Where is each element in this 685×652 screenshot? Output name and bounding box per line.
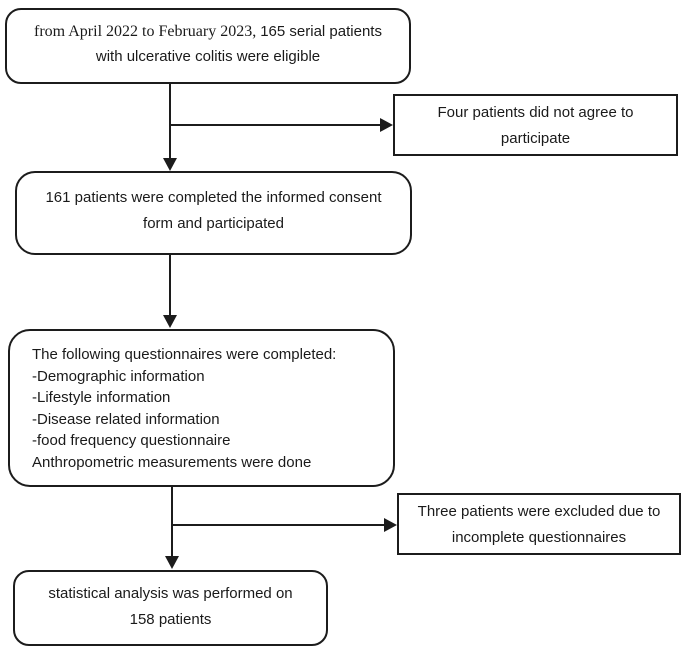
arrow-line-eligible-to-consent (169, 84, 171, 160)
arrow-line-branch-refusal (170, 124, 382, 126)
questionnaires-line: -food frequency questionnaire (32, 432, 231, 449)
arrow-line-consent-to-questionnaires (169, 255, 171, 317)
arrowhead-down-analysis (165, 556, 179, 569)
excluded-box: Three patients were excluded due to inco… (397, 493, 681, 555)
questionnaires-line: The following questionnaires were comple… (32, 346, 337, 363)
questionnaires-box: The following questionnaires were comple… (8, 329, 395, 487)
excluded-line2: incomplete questionnaires (451, 529, 627, 546)
consent-line1: 161 patients were completed the informed… (45, 189, 382, 206)
eligible-line1-sans: 165 serial patients (260, 23, 382, 40)
consent-box: 161 patients were completed the informed… (15, 171, 412, 255)
arrowhead-down-consent (163, 158, 177, 171)
questionnaires-line: -Disease related information (32, 410, 220, 428)
arrow-line-branch-excluded (172, 524, 386, 526)
refusal-line1: Four patients did not agree to (437, 104, 634, 121)
arrowhead-right-excluded (384, 518, 397, 532)
refusal-box: Four patients did not agree to participa… (393, 94, 678, 156)
analysis-line1: statistical analysis was performed on (48, 585, 293, 602)
questionnaires-line: -Lifestyle information (32, 389, 171, 406)
eligible-patients-box: from April 2022 to February 2023, 165 se… (5, 8, 411, 84)
arrowhead-right-refusal (380, 118, 393, 132)
eligible-line1: from April 2022 to February 2023, 165 se… (7, 19, 409, 44)
eligible-line1-serif: from April 2022 to February 2023, (34, 23, 261, 40)
analysis-line2: 158 patients (129, 611, 212, 628)
eligible-line2: with ulcerative colitis were eligible (95, 48, 321, 65)
analysis-box: statistical analysis was performed on 15… (13, 570, 328, 646)
questionnaires-line: -Demographic information (32, 367, 205, 385)
arrow-line-questionnaires-to-analysis (171, 487, 173, 558)
refusal-line2: participate (500, 130, 571, 147)
consent-line2: form and participated (143, 215, 284, 232)
arrowhead-down-questionnaires (163, 315, 177, 328)
excluded-line1: Three patients were excluded due to (417, 503, 661, 520)
questionnaires-line: Anthropometric measurements were done (32, 453, 312, 471)
